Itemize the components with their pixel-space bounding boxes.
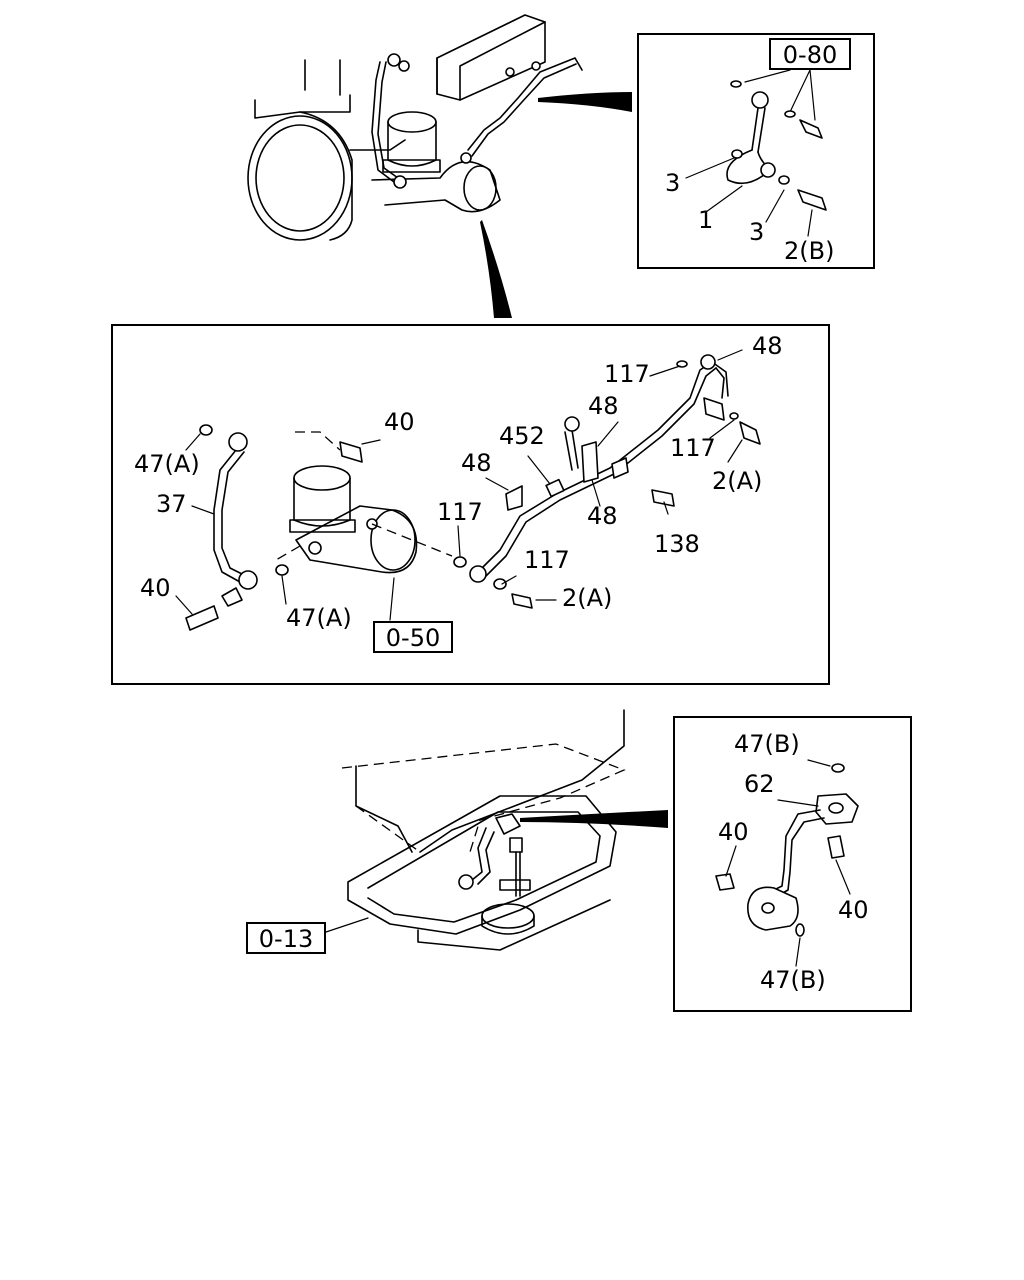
callout-top-right-label: 3 <box>665 169 680 197</box>
main-panel-label: 47(A) <box>134 450 200 478</box>
main-panel-label: 47(A) <box>286 604 352 632</box>
callout-bottom-right-label: 62 <box>744 770 775 798</box>
callout-panel-bottom-right: 47(B) 62 40 40 47(B) <box>673 716 912 1012</box>
callout-panel-bottom-right-frame <box>673 716 912 1012</box>
main-panel-label: 37 <box>156 490 187 518</box>
main-panel-label: 48 <box>588 392 619 420</box>
ref-box-0-13 <box>246 922 326 954</box>
main-panel-label: 452 <box>499 422 545 450</box>
main-panel-label: 48 <box>587 502 618 530</box>
ref-label-0-50: 0-50 <box>386 624 440 652</box>
ref-label-0-13: 0-13 <box>259 925 313 953</box>
oil-pan-illustration: 0-13 <box>246 709 668 954</box>
callout-top-right-label: 1 <box>698 206 713 234</box>
engine-top-illustration <box>247 14 632 318</box>
main-panel-label: 117 <box>437 498 483 526</box>
callout-panel-top-right: 0-80 3 1 3 2(B) <box>637 33 875 269</box>
ref-label-0-80: 0-80 <box>783 41 837 69</box>
main-panel-label: 2(A) <box>562 584 612 612</box>
main-parts-panel-frame <box>111 324 830 685</box>
main-panel-label: 40 <box>384 408 415 436</box>
main-panel-label: 138 <box>654 530 700 558</box>
main-panel-label: 117 <box>604 360 650 388</box>
callout-panel-top-right-frame <box>637 33 875 269</box>
ref-box-0-80 <box>769 38 851 70</box>
callout-bottom-right-label: 40 <box>718 818 749 846</box>
callout-top-right-label: 3 <box>749 218 764 246</box>
main-panel-label: 40 <box>140 574 171 602</box>
callout-top-right-label: 2(B) <box>784 237 834 265</box>
main-panel-label: 117 <box>670 434 716 462</box>
main-parts-panel: 47(A) 40 37 40 47(A) 452 48 117 117 2(A)… <box>111 324 830 685</box>
main-panel-label: 2(A) <box>712 467 762 495</box>
callout-bottom-right-label: 40 <box>838 896 869 924</box>
main-panel-label: 48 <box>752 332 783 360</box>
callout-bottom-right-label: 47(B) <box>734 730 800 758</box>
main-panel-label: 48 <box>461 449 492 477</box>
ref-box-0-50 <box>373 621 453 653</box>
callout-bottom-right-label: 47(B) <box>760 966 826 994</box>
oil-filter-illustration <box>275 431 453 574</box>
main-panel-label: 117 <box>524 546 570 574</box>
